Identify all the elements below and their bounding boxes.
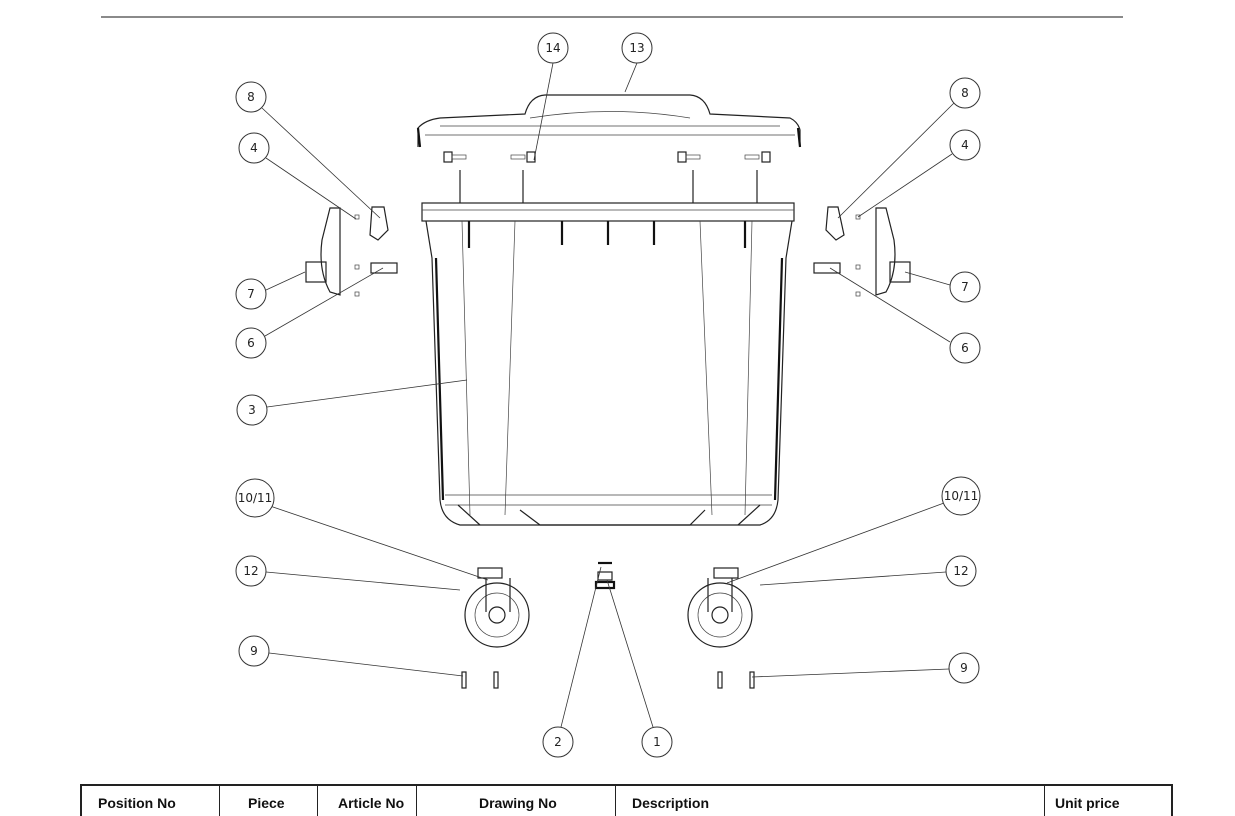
svg-text:9: 9 [250,644,258,658]
svg-text:1: 1 [653,735,661,749]
svg-text:12: 12 [953,564,968,578]
svg-text:13: 13 [629,41,644,55]
svg-text:9: 9 [960,661,968,675]
header-description: Description [616,786,1045,816]
header-piece: Piece [220,786,318,816]
svg-text:7: 7 [961,280,969,294]
svg-text:3: 3 [248,403,256,417]
callout-3: 3 [236,394,268,426]
header-article-no: Article No [318,786,417,816]
svg-text:12: 12 [243,564,258,578]
leader-lines [261,62,955,728]
right-wheel [687,567,753,648]
lid [416,94,802,148]
callout-4-right: 4 [949,129,981,161]
callout-10-11-left: 10/11 [235,478,275,518]
callout-2: 2 [542,726,574,758]
svg-text:14: 14 [545,41,560,55]
container-body [421,202,795,526]
svg-text:4: 4 [961,138,969,152]
callout-12-right: 12 [945,555,977,587]
svg-text:6: 6 [961,341,969,355]
header-unit-price: Unit price [1055,795,1120,811]
svg-text:8: 8 [247,90,255,104]
svg-text:10/11: 10/11 [238,491,273,505]
header-position-no: Position No [82,786,220,816]
callout-9-right: 9 [948,652,980,684]
right-side-parts [813,206,911,297]
callout-4-left: 4 [238,132,270,164]
svg-text:4: 4 [250,141,258,155]
parts-table-header: Position No Piece Article No Drawing No … [80,784,1173,816]
left-wheel [464,567,530,648]
callout-1: 1 [641,726,673,758]
svg-text:6: 6 [247,336,255,350]
header-drawing-no: Drawing No [417,786,616,816]
svg-text:8: 8 [961,86,969,100]
svg-text:10/11: 10/11 [944,489,979,503]
callout-9-left: 9 [238,635,270,667]
callout-8-right: 8 [949,77,981,109]
callout-10-11-right: 10/11 [941,476,981,516]
drain-plug-parts [594,561,616,590]
callout-13: 13 [621,32,653,64]
callout-6-right: 6 [949,332,981,364]
callout-7-right: 7 [949,271,981,303]
svg-text:7: 7 [247,287,255,301]
callout-6-left: 6 [235,327,267,359]
hinge-pins [443,151,771,203]
callout-7-left: 7 [235,278,267,310]
callout-14: 14 [537,32,569,64]
left-side-parts [305,206,398,297]
callout-12-left: 12 [235,555,267,587]
bolts [461,671,755,689]
svg-text:2: 2 [554,735,562,749]
top-rule [101,16,1123,18]
exploded-view-drawing: 14 13 8 4 7 6 3 10/11 12 9 2 1 8 4 7 6 1… [235,32,981,758]
callout-8-left: 8 [235,81,267,113]
